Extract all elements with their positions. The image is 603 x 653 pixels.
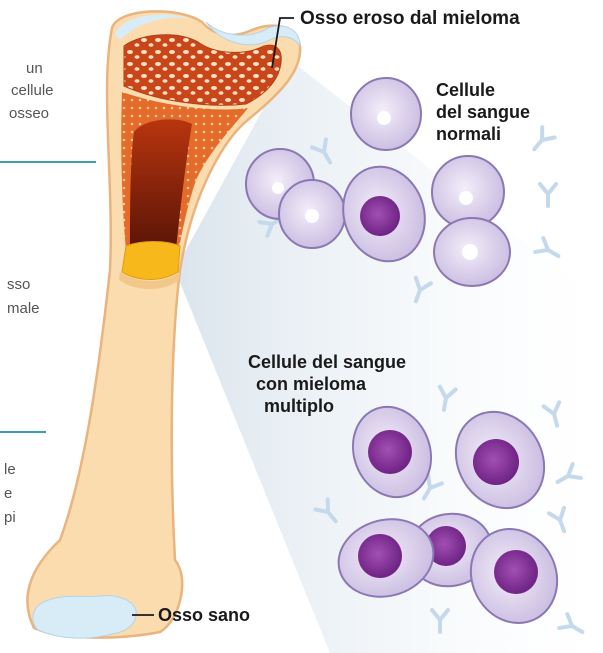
label-normal-cells: del sangue (436, 102, 530, 122)
side-text: male (7, 300, 40, 317)
normal-blood-cell (351, 78, 421, 150)
side-text: sso (7, 276, 30, 293)
label-myeloma-cells: Cellule del sangue (248, 352, 406, 372)
antibody-icon (540, 184, 556, 206)
label-eroded-bone: Osso eroso dal mieloma (300, 8, 520, 29)
side-text: un (26, 60, 43, 77)
side-text: cellule (11, 82, 54, 99)
normal-blood-cell (434, 218, 510, 286)
side-text: le (4, 461, 16, 478)
label-normal-cells: Cellule (436, 80, 495, 100)
normal-blood-cell (279, 180, 345, 248)
side-text: e (4, 485, 12, 502)
label-normal-cells: normali (436, 124, 501, 144)
side-text: osseo (9, 105, 49, 122)
side-text: pi (4, 509, 16, 526)
antibody-icon (528, 127, 554, 154)
growth-plate (122, 242, 180, 280)
cartilage-bottom (33, 596, 136, 638)
label-healthy-bone: Osso sano (158, 605, 250, 625)
label-myeloma-cells: multiplo (264, 396, 334, 416)
label-myeloma-cells: con mieloma (256, 374, 367, 394)
